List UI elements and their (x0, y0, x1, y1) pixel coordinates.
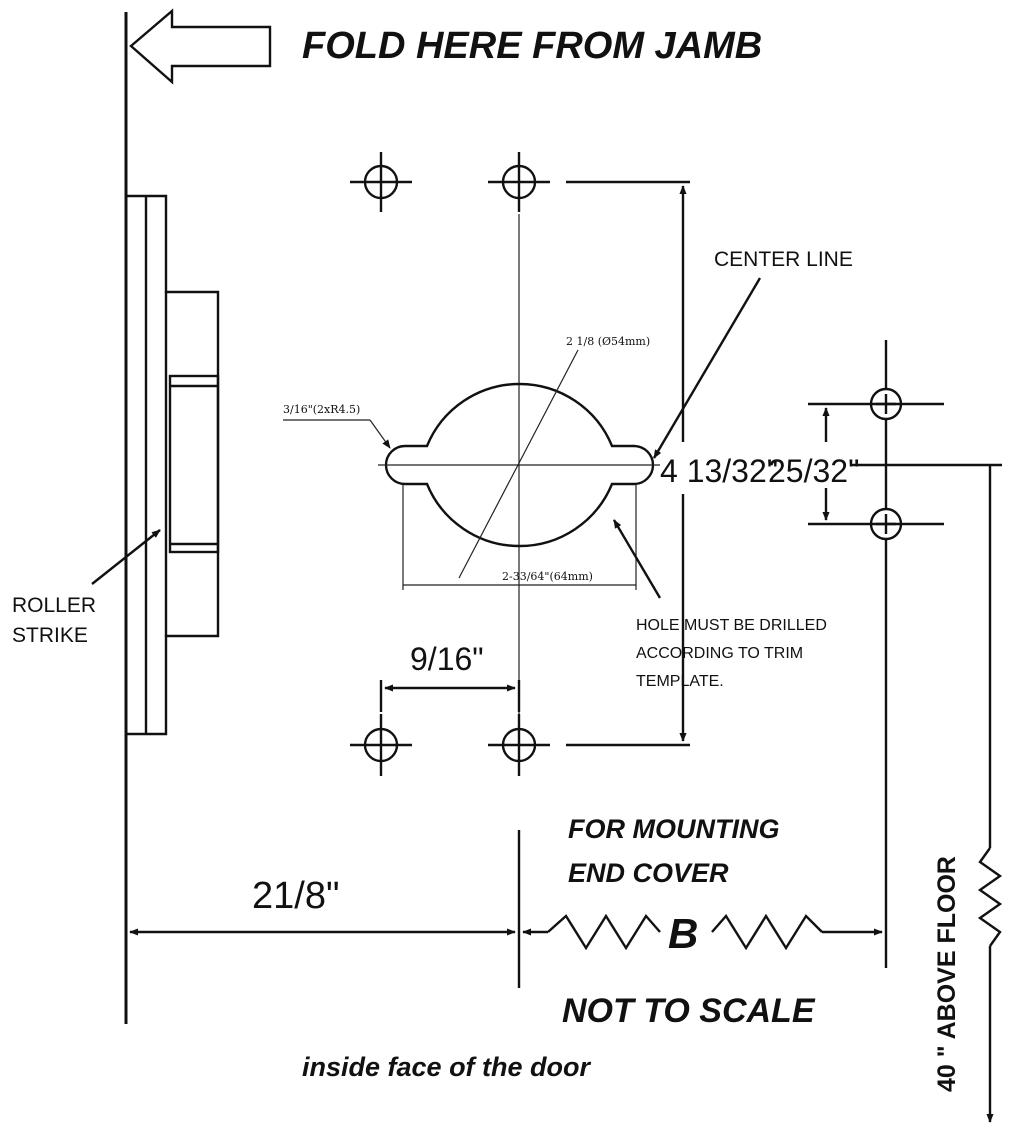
crosshair-top-right-icon (488, 152, 550, 212)
hole-note-leader (612, 519, 662, 599)
slot-radius-leader (369, 419, 391, 449)
center-line-leader (652, 277, 762, 459)
spacing-bottom-dimension: 9/16" (410, 641, 484, 677)
diameter-line (458, 349, 579, 579)
mounting-label-line1: FOR MOUNTING (568, 814, 779, 844)
hole-note-line1: HOLE MUST BE DRILLED (636, 617, 827, 634)
cylinder-hole-outline (384, 382, 655, 548)
roller-strike-label-line2: STRIKE (12, 624, 88, 647)
hole-note-line3: TEMPLATE. (636, 673, 724, 690)
b-zigzag-left (547, 913, 661, 951)
crosshair-bottom-left-icon (350, 714, 412, 776)
hole-note-line2: ACCORDING TO TRIM (636, 645, 803, 662)
roller-strike (126, 194, 220, 736)
spacing-right-dimension: 25/32" (768, 453, 859, 489)
floor-break-symbol (977, 847, 1003, 947)
mounting-label-line2: END COVER (568, 858, 729, 888)
center-line-label: CENTER LINE (714, 248, 853, 271)
not-to-scale-label: NOT TO SCALE (562, 992, 816, 1030)
diameter-dimension: 2 1/8 (Ø54mm) (566, 335, 650, 348)
above-floor-label: 40 " ABOVE FLOOR (933, 856, 961, 1092)
inside-face-label: inside face of the door (302, 1052, 592, 1082)
crosshair-top-left-icon (350, 152, 412, 212)
roller-strike-leader (91, 529, 161, 585)
roller-strike-label-line1: ROLLER (12, 594, 96, 617)
slot-radius-dimension: 3/16"(2xR4.5) (283, 403, 360, 416)
b-marker: B (668, 910, 698, 957)
hole-width-dimension: 2-33/64"(64mm) (502, 570, 593, 583)
backset-dimension: 21/8" (252, 875, 339, 917)
height-dimension: 4 13/32" (660, 453, 778, 489)
crosshair-bottom-right-icon (488, 714, 550, 776)
fold-arrow-icon (129, 8, 272, 85)
b-zigzag-right (711, 913, 823, 951)
page-title: FOLD HERE FROM JAMB (302, 25, 762, 67)
